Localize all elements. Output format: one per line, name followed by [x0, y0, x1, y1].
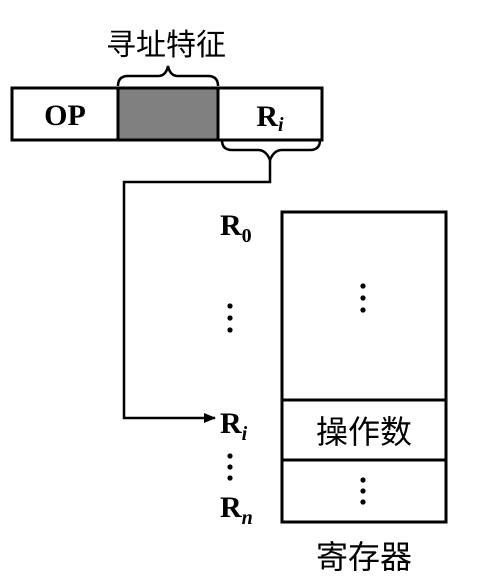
register-middle-ellipsis	[227, 303, 233, 333]
register-top-ellipsis	[360, 283, 366, 313]
operand-label: 操作数	[316, 413, 412, 451]
top-brace	[116, 65, 220, 87]
register-caption: 寄存器	[316, 538, 412, 576]
addressing-field	[116, 86, 220, 142]
pointer-arrow	[122, 160, 272, 423]
register-operand-block	[280, 398, 448, 462]
op-label: OP	[44, 99, 86, 132]
addressing-feature-label: 寻址特征	[106, 28, 226, 63]
register-lower-ellipsis	[227, 453, 233, 481]
register-ri-label: Ri	[220, 407, 248, 445]
register-bottom-ellipsis	[360, 477, 366, 505]
register-r0-label: R0	[220, 209, 252, 247]
register-top-block	[280, 210, 448, 402]
register-field	[216, 86, 324, 142]
op-field	[10, 86, 120, 142]
register-file: 操作数	[280, 210, 448, 524]
instruction-format: OP Ri	[10, 86, 324, 142]
bottom-brace	[220, 139, 322, 164]
register-field-label: Ri	[256, 100, 284, 136]
register-rn-label: Rn	[220, 491, 253, 529]
